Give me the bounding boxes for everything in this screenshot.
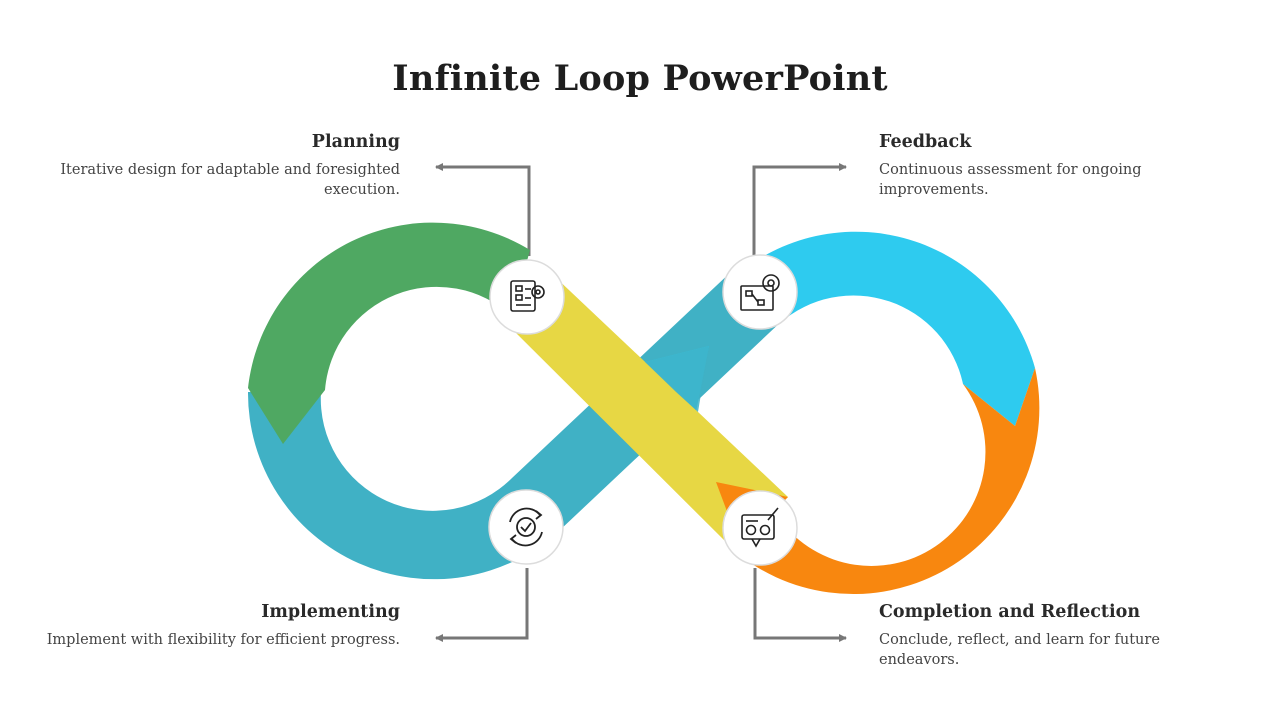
completion-node — [722, 490, 798, 566]
implementing-node — [488, 489, 564, 565]
planning-blueprint-icon — [510, 280, 545, 312]
implementing-description: Implement with flexibility for efficient… — [46, 632, 400, 648]
feedback-connector — [752, 163, 847, 256]
planning-heading: Planning — [311, 132, 400, 152]
slide-title: Infinite Loop PowerPoint — [392, 58, 888, 99]
implementing-heading: Implementing — [261, 602, 400, 622]
completion-description: Conclude, reflect, and learn for future … — [879, 632, 1160, 668]
planning-connector — [435, 163, 531, 256]
completion-stage: Completion and Reflection Conclude, refl… — [879, 602, 1239, 670]
feedback-stage: Feedback Continuous assessment for ongoi… — [879, 132, 1239, 200]
feedback-node — [722, 254, 798, 330]
planning-stage: Planning Iterative design for adaptable … — [40, 132, 400, 200]
implementing-stage: Implementing Implement with flexibility … — [40, 602, 400, 650]
planning-band — [248, 222, 530, 444]
planning-node — [489, 259, 565, 335]
feedback-heading: Feedback — [879, 132, 972, 152]
crossover-band — [505, 274, 788, 548]
flowchart-gear-icon — [740, 274, 780, 311]
implementing-connector — [435, 568, 529, 642]
feedback-description: Continuous assessment for ongoing improv… — [879, 162, 1142, 198]
completion-band — [752, 368, 1040, 595]
planning-description: Iterative design for adaptable and fores… — [60, 162, 400, 198]
feedback-band — [733, 231, 1035, 426]
completion-connector — [753, 568, 847, 642]
completion-heading: Completion and Reflection — [879, 602, 1141, 622]
crossover-shadow — [645, 346, 709, 412]
refresh-check-icon — [509, 507, 543, 547]
implementing-band — [247, 270, 786, 580]
feedback-faces-icon — [741, 507, 779, 548]
